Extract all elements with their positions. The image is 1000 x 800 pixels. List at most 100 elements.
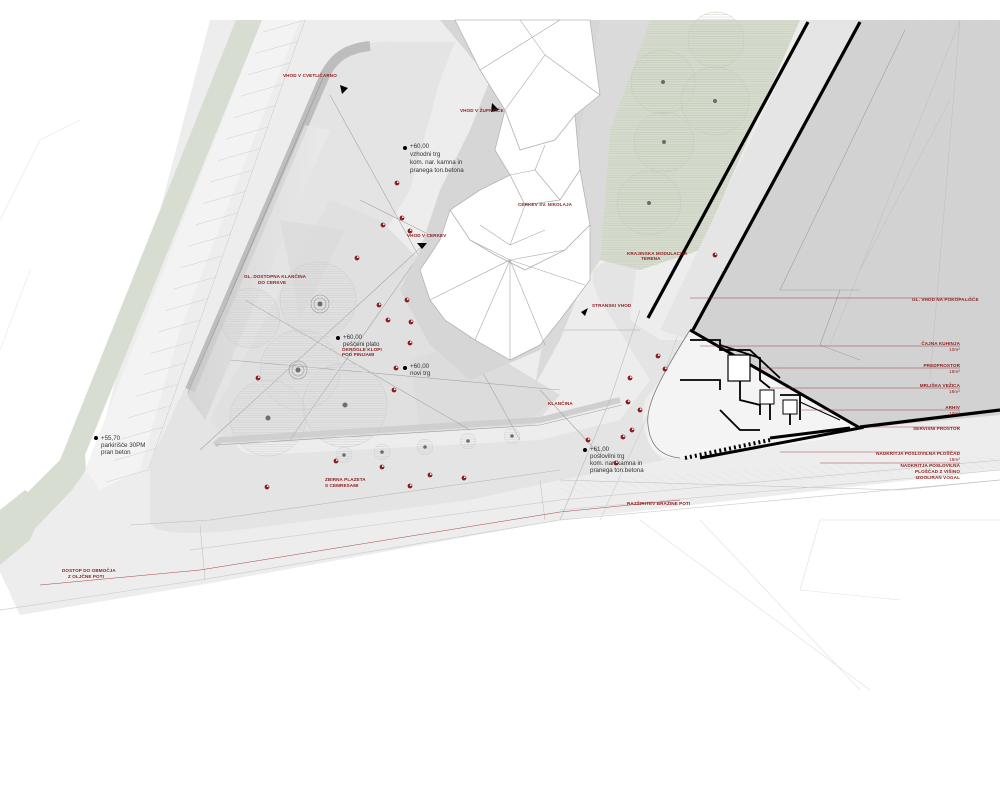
- legend-item: PREDPROSTOR 18m²: [924, 363, 961, 374]
- label-razsiritev: RAZŠIRITEV BRAŽINE POTI: [627, 499, 690, 506]
- svg-text:SERVISNI PROSTOR: SERVISNI PROSTOR: [913, 426, 960, 431]
- annotation-labels: VHOD V CVETLIČARNO VHOD V ŽUPNIŠČE VHOD …: [62, 72, 979, 579]
- svg-text:poslovilni trg: poslovilni trg: [590, 453, 625, 460]
- bench-marker: [461, 475, 467, 481]
- elevation-parkirisce: +55,70 parkirišče 30PM pran beton: [94, 435, 145, 456]
- bench-marker-highlight: [664, 367, 667, 370]
- pine-trees: [219, 261, 521, 464]
- tree-marker: [647, 201, 651, 205]
- label-klancina-1: GL. DOSTOPNA KLANČINA: [244, 273, 307, 279]
- bench-marker: [399, 215, 405, 221]
- bench-marker-highlight: [387, 318, 390, 321]
- bench-marker: [354, 255, 360, 261]
- parking-stalls: [105, 19, 306, 483]
- svg-text:18m²: 18m²: [949, 457, 960, 462]
- arrow-icon: [417, 243, 427, 249]
- bench-marker-highlight: [378, 303, 381, 306]
- legend-item: NADKRITJA POSLOVILNA PLOŠČAD Z VIŠINO IZ…: [900, 463, 960, 480]
- bench-marker-highlight: [639, 408, 642, 411]
- tree-marker: [342, 402, 348, 408]
- legend-leaders: [39, 297, 960, 586]
- arrow-icon: [340, 85, 348, 94]
- svg-text:IZOOLIRAN VOGAL: IZOOLIRAN VOGAL: [916, 475, 960, 480]
- parking-stall-line: [195, 212, 238, 226]
- parking-stall-line: [128, 405, 171, 418]
- tree-marker: [661, 80, 665, 84]
- bench-marker-highlight: [629, 376, 632, 379]
- svg-text:pranega ton.betona: pranega ton.betona: [590, 467, 644, 474]
- landscape-modulation: [600, 11, 800, 270]
- svg-text:vzhodni trg: vzhodni trg: [410, 151, 441, 158]
- bench-marker-highlight: [627, 400, 630, 403]
- svg-text:pran beton: pran beton: [101, 449, 131, 456]
- church-building: [400, 19, 650, 385]
- bench-marker-highlight: [631, 428, 634, 431]
- parking-stall-line: [240, 84, 283, 97]
- bench-marker-highlight: [587, 438, 590, 441]
- svg-text:NADKRITJA POSLOVILNA: NADKRITJA POSLOVILNA: [900, 463, 960, 468]
- svg-text:kom. nar. kamna in: kom. nar. kamna in: [410, 159, 463, 166]
- parking-stall-line: [262, 19, 306, 33]
- legend-item: ARHIV 10m²: [945, 405, 961, 416]
- bench-marker-highlight: [463, 476, 466, 479]
- bench-marker: [655, 353, 661, 359]
- label-vhod-zupnisce: VHOD V ŽUPNIŠČE: [460, 106, 504, 113]
- bench-marker-highlight: [657, 354, 660, 357]
- tree-marker: [713, 99, 717, 103]
- bench-marker-highlight: [409, 341, 412, 344]
- bench-marker: [333, 458, 339, 464]
- bench-marker: [385, 317, 391, 323]
- bench-marker: [404, 297, 410, 303]
- bench-marker-highlight: [266, 485, 269, 488]
- svg-text:+60,00: +60,00: [343, 334, 363, 341]
- level-marker-icon: [94, 436, 98, 440]
- svg-text:+60,00: +60,00: [410, 143, 430, 150]
- label-stranski-vhod: STRANSKI VHOD: [592, 303, 632, 308]
- bench-marker: [637, 407, 643, 413]
- bench-marker: [255, 375, 261, 381]
- funeral-hall: [647, 328, 865, 460]
- parking-stall-line: [143, 362, 186, 376]
- label-dostop-2: Z OLJČNE POTI: [68, 573, 104, 579]
- parking-stall-line: [113, 448, 156, 461]
- parking-stall-line: [135, 384, 178, 397]
- bench-marker-highlight: [257, 376, 260, 379]
- svg-text:NADKRITJA POSLOVILNA PLOŠČAD: NADKRITJA POSLOVILNA PLOŠČAD: [876, 449, 960, 456]
- parking-stall-line: [218, 148, 261, 161]
- bench-marker-highlight: [410, 320, 413, 323]
- svg-text:18m²: 18m²: [949, 389, 960, 394]
- label-cerkev: CERKEV SV. NIKOLAJA: [518, 202, 573, 207]
- bench-marker: [662, 366, 668, 372]
- bench-marker: [585, 437, 591, 443]
- svg-text:PREDPROSTOR: PREDPROSTOR: [924, 363, 961, 368]
- svg-text:+55,70: +55,70: [101, 435, 121, 442]
- label-krajinska-2: TERENA: [641, 256, 661, 261]
- bench-marker-highlight: [335, 459, 338, 462]
- legend-item: NADKRITJA POSLOVILNA PLOŠČAD 18m²: [876, 449, 960, 462]
- svg-text:+60,00: +60,00: [410, 363, 430, 370]
- svg-text:PLOŠČAD Z VIŠINO: PLOŠČAD Z VIŠINO: [915, 467, 960, 474]
- level-marker-icon: [403, 146, 407, 150]
- label-zbirna-1: ZBIRNA PLAZETA: [325, 477, 366, 482]
- parking-stall-line: [233, 105, 276, 118]
- bench-marker: [393, 365, 399, 371]
- bench-marker-highlight: [382, 223, 385, 226]
- parking-stall-line: [180, 255, 223, 268]
- bench-marker-highlight: [615, 461, 618, 464]
- label-klancina: KLANČINA: [548, 400, 573, 406]
- svg-text:MRLIŠKA VEŽICA: MRLIŠKA VEŽICA: [920, 381, 961, 388]
- bench-marker-highlight: [356, 256, 359, 259]
- bench-marker: [380, 222, 386, 228]
- bench-marker: [379, 464, 385, 470]
- elevation-plato: +60,00 peščeni plato: [336, 334, 380, 348]
- bench-marker: [407, 483, 413, 489]
- bench-marker-highlight: [393, 388, 396, 391]
- svg-text:18m²: 18m²: [949, 369, 960, 374]
- bench-marker: [407, 340, 413, 346]
- bench-marker: [264, 484, 270, 490]
- parking-stall-line: [150, 341, 193, 354]
- svg-text:pranega ton.betona: pranega ton.betona: [410, 167, 464, 174]
- parking-stall-line: [105, 469, 149, 483]
- bench-marker: [376, 302, 382, 308]
- round-bench: [288, 294, 330, 380]
